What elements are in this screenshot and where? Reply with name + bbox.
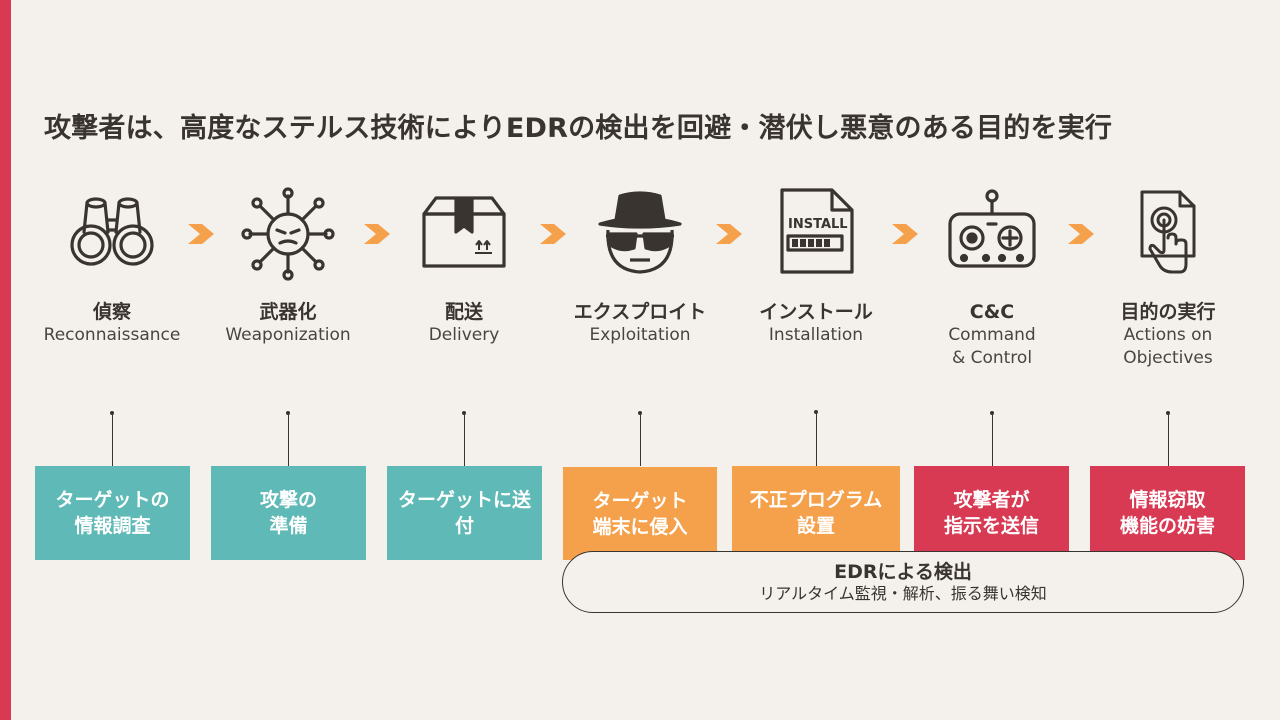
stage-name-jp: C&C	[969, 301, 1015, 323]
stage-box-objectives: 情報窃取 機能の妨害	[1090, 466, 1245, 560]
stage-box-recon: ターゲットの 情報調査	[35, 466, 190, 560]
stage-name-jp: 配送	[444, 301, 483, 323]
stage-name-en: Weaponization	[225, 325, 351, 345]
stage-box-weaponization: 攻撃の 準備	[211, 466, 366, 560]
connector-line	[112, 413, 113, 466]
hacker-icon	[592, 186, 688, 282]
stage-name-jp: 目的の実行	[1120, 301, 1216, 323]
stage-label: 目的の実行 Actions on Objectives	[1083, 300, 1253, 370]
connector-line	[640, 413, 641, 466]
accent-bar	[0, 0, 11, 720]
page-title: 攻撃者は、高度なステルス技術によりEDRの検出を回避・潜伏し悪意のある目的を実行	[44, 113, 1113, 144]
chevron-right-icon	[890, 222, 920, 246]
edr-title: EDRによる検出	[834, 561, 972, 583]
binoculars-icon	[64, 186, 160, 282]
install-text: INSTALL	[788, 217, 848, 232]
edr-subtitle: リアルタイム監視・解析、振る舞い検知	[759, 584, 1047, 603]
stage-label: 武器化 Weaponization	[203, 300, 373, 347]
remote-controller-icon	[944, 186, 1040, 282]
stage-label: インストール Installation	[731, 300, 901, 347]
chevron-right-icon	[1066, 222, 1096, 246]
connector-line	[1168, 413, 1169, 466]
connector-line	[816, 412, 817, 466]
chevron-right-icon	[362, 222, 392, 246]
stage-box-delivery: ターゲットに送 付	[387, 466, 542, 560]
stage-name-jp: インストール	[759, 301, 873, 323]
connector-line	[288, 413, 289, 466]
connector-line	[992, 413, 993, 466]
stage-name-en: Actions on Objectives	[1123, 325, 1213, 368]
stage-name-en: Command & Control	[948, 325, 1036, 368]
stage-label: エクスプロイト Exploitation	[555, 300, 725, 347]
connector-line	[464, 413, 465, 466]
edr-detection-banner: EDRによる検出 リアルタイム監視・解析、振る舞い検知	[562, 551, 1244, 613]
touch-document-icon	[1120, 186, 1216, 282]
chevron-right-icon	[186, 222, 216, 246]
stage-box-c2: 攻撃者が 指示を送信	[914, 466, 1069, 560]
stage-name-en: Installation	[768, 325, 864, 345]
stage-box-exploitation: ターゲット 端末に侵入	[563, 467, 717, 560]
chevron-right-icon	[538, 222, 568, 246]
stage-name-en: Reconnaissance	[43, 325, 181, 345]
stage-name-jp: エクスプロイト	[573, 301, 707, 323]
package-icon	[416, 186, 512, 282]
stage-name-en: Delivery	[428, 325, 500, 345]
install-file-icon: INSTALL	[768, 186, 864, 282]
virus-icon	[240, 186, 336, 282]
stage-name-en: Exploitation	[589, 325, 691, 345]
stage-label: 偵察 Reconnaissance	[27, 300, 197, 347]
stage-name-jp: 武器化	[259, 301, 317, 323]
stage-box-installation: 不正プログラム 設置	[732, 466, 900, 560]
stage-label: 配送 Delivery	[379, 300, 549, 347]
stage-name-jp: 偵察	[92, 301, 131, 323]
chevron-right-icon	[714, 222, 744, 246]
stage-label: C&C Command & Control	[907, 300, 1077, 370]
